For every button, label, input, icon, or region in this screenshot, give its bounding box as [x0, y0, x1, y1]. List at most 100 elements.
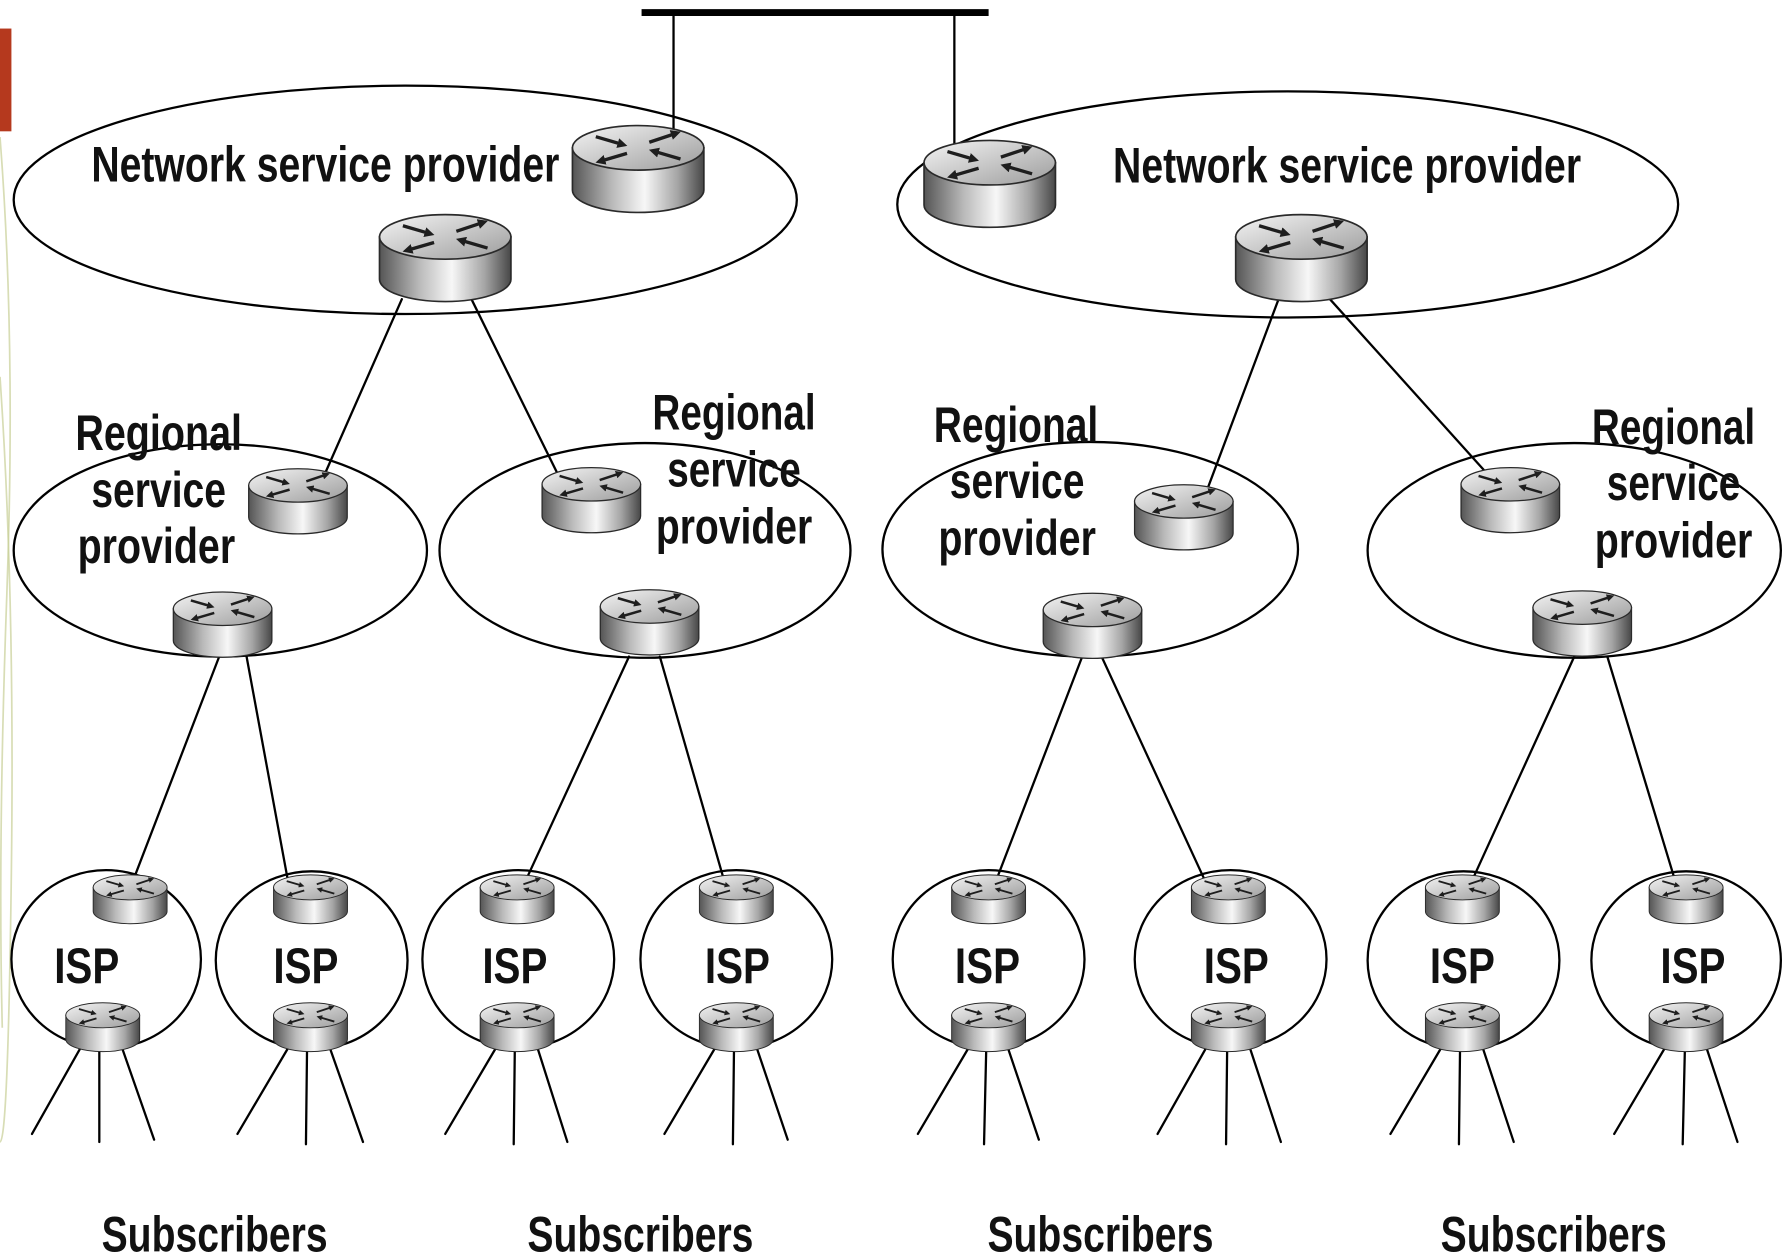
subscriber-link — [1224, 1043, 1229, 1146]
subscriber-link — [731, 1043, 736, 1146]
isp: ISP — [891, 869, 1086, 1052]
subscriber-links — [30, 1043, 1739, 1146]
isp-label: ISP — [1204, 938, 1269, 994]
subscriber-link — [119, 1043, 156, 1141]
router-icon — [173, 592, 272, 657]
regional-service-provider: Regional service provider — [12, 405, 429, 657]
regional-service-provider: Regional service provider — [438, 384, 852, 659]
subscriber-link — [236, 1043, 292, 1136]
subscriber-link — [1681, 1043, 1687, 1146]
regional-to-isp-link — [132, 655, 221, 881]
nsp-to-regional-link — [324, 298, 403, 474]
regional-label-line: provider — [1595, 512, 1753, 568]
regional-boundary — [1366, 441, 1783, 659]
router-icon — [480, 1003, 554, 1052]
router-icon — [1191, 875, 1265, 924]
links — [132, 9, 1676, 881]
regional-label-line: Regional — [1592, 399, 1755, 455]
nsp-label: Network service provider — [1113, 138, 1581, 194]
nsp-boundary — [12, 84, 798, 316]
network-service-provider: Network service provider — [12, 84, 798, 316]
regional-label-line: Regional — [934, 397, 1098, 453]
nsp-label: Network service provider — [91, 137, 559, 193]
router-icon — [1425, 875, 1499, 924]
network-service-provider: Network service provider — [896, 90, 1680, 319]
router-icon — [66, 1003, 140, 1052]
isp-label: ISP — [955, 938, 1020, 994]
router-icon — [1135, 485, 1234, 550]
subscriber-link — [1480, 1043, 1515, 1144]
regional-label-line: Regional — [652, 384, 815, 440]
router-icon — [542, 468, 641, 533]
subscriber-link — [327, 1043, 365, 1144]
subscriber-link — [1005, 1043, 1040, 1141]
regional-service-provider: Regional service provider — [1366, 399, 1783, 659]
isp-label: ISP — [1430, 938, 1495, 994]
regional-label-line: service — [91, 462, 226, 518]
subscriber-link — [512, 1043, 516, 1146]
router-icon — [952, 875, 1026, 924]
router-icon — [1043, 593, 1142, 658]
router-icon — [1236, 215, 1367, 302]
subscriber-link — [1389, 1043, 1445, 1136]
isp: ISP — [421, 869, 616, 1052]
router-icon — [93, 875, 167, 924]
subscriber-link — [1457, 1043, 1462, 1146]
subscriber-link — [30, 1043, 84, 1136]
router-icon — [1649, 1003, 1723, 1052]
isp-label: ISP — [1660, 938, 1725, 994]
router-icon — [274, 1003, 348, 1052]
isp: ISP — [10, 869, 203, 1052]
subscriber-link — [663, 1043, 719, 1136]
regional-label-line: provider — [938, 510, 1096, 566]
isp-label: ISP — [273, 938, 338, 994]
subscriber-link — [1247, 1043, 1282, 1144]
regional-to-isp-link — [1100, 655, 1206, 881]
regional-to-isp-link — [658, 655, 725, 881]
isp: ISP — [1366, 870, 1561, 1051]
router-icon — [699, 875, 773, 924]
regional-to-isp-link — [1606, 655, 1676, 881]
isp-label: ISP — [54, 938, 119, 994]
regional-service-provider: Regional service provider — [881, 397, 1300, 658]
regional-to-isp-link — [525, 655, 631, 881]
router-icon — [249, 469, 348, 534]
router-icon — [1461, 468, 1560, 533]
regional-label-line: provider — [656, 499, 812, 555]
regional-to-isp-link — [1471, 655, 1576, 881]
router-icon — [1191, 1003, 1265, 1052]
regional-to-isp-link — [245, 655, 289, 881]
subscribers-label: Subscribers — [102, 1207, 328, 1255]
regional-boundary — [438, 441, 852, 659]
regional-label-line: service — [667, 441, 801, 497]
router-icon — [274, 875, 348, 924]
router-icon — [924, 140, 1055, 227]
subscriber-link — [1704, 1043, 1739, 1144]
accent-bar — [0, 28, 12, 132]
subscriber-link — [1613, 1043, 1668, 1136]
regional-label-line: service — [950, 453, 1085, 509]
decorative-swoosh — [0, 136, 12, 1028]
router-icon — [952, 1003, 1026, 1052]
subscriber-link — [535, 1043, 569, 1144]
router-icon — [600, 590, 699, 655]
subscriber-link — [1156, 1043, 1209, 1136]
regional-label-line: service — [1607, 455, 1741, 511]
subscribers-label: Subscribers — [527, 1207, 753, 1255]
nsp-to-regional-link — [1205, 298, 1280, 493]
router-icon — [699, 1003, 773, 1052]
isp: ISP — [639, 869, 834, 1052]
regional-label-line: provider — [78, 518, 236, 574]
regional-to-isp-link — [995, 655, 1084, 881]
decorative-swoosh — [0, 376, 13, 1143]
isp: ISP — [1133, 869, 1328, 1052]
isp: ISP — [1590, 870, 1783, 1052]
subscriber-link — [916, 1043, 972, 1136]
router-icon — [1533, 591, 1632, 656]
subscribers-label: Subscribers — [987, 1207, 1213, 1255]
regional-label-line: Regional — [75, 405, 242, 461]
nsp-to-regional-link — [1328, 298, 1488, 474]
isp: ISP — [214, 870, 409, 1052]
subscriber-link — [982, 1043, 988, 1146]
